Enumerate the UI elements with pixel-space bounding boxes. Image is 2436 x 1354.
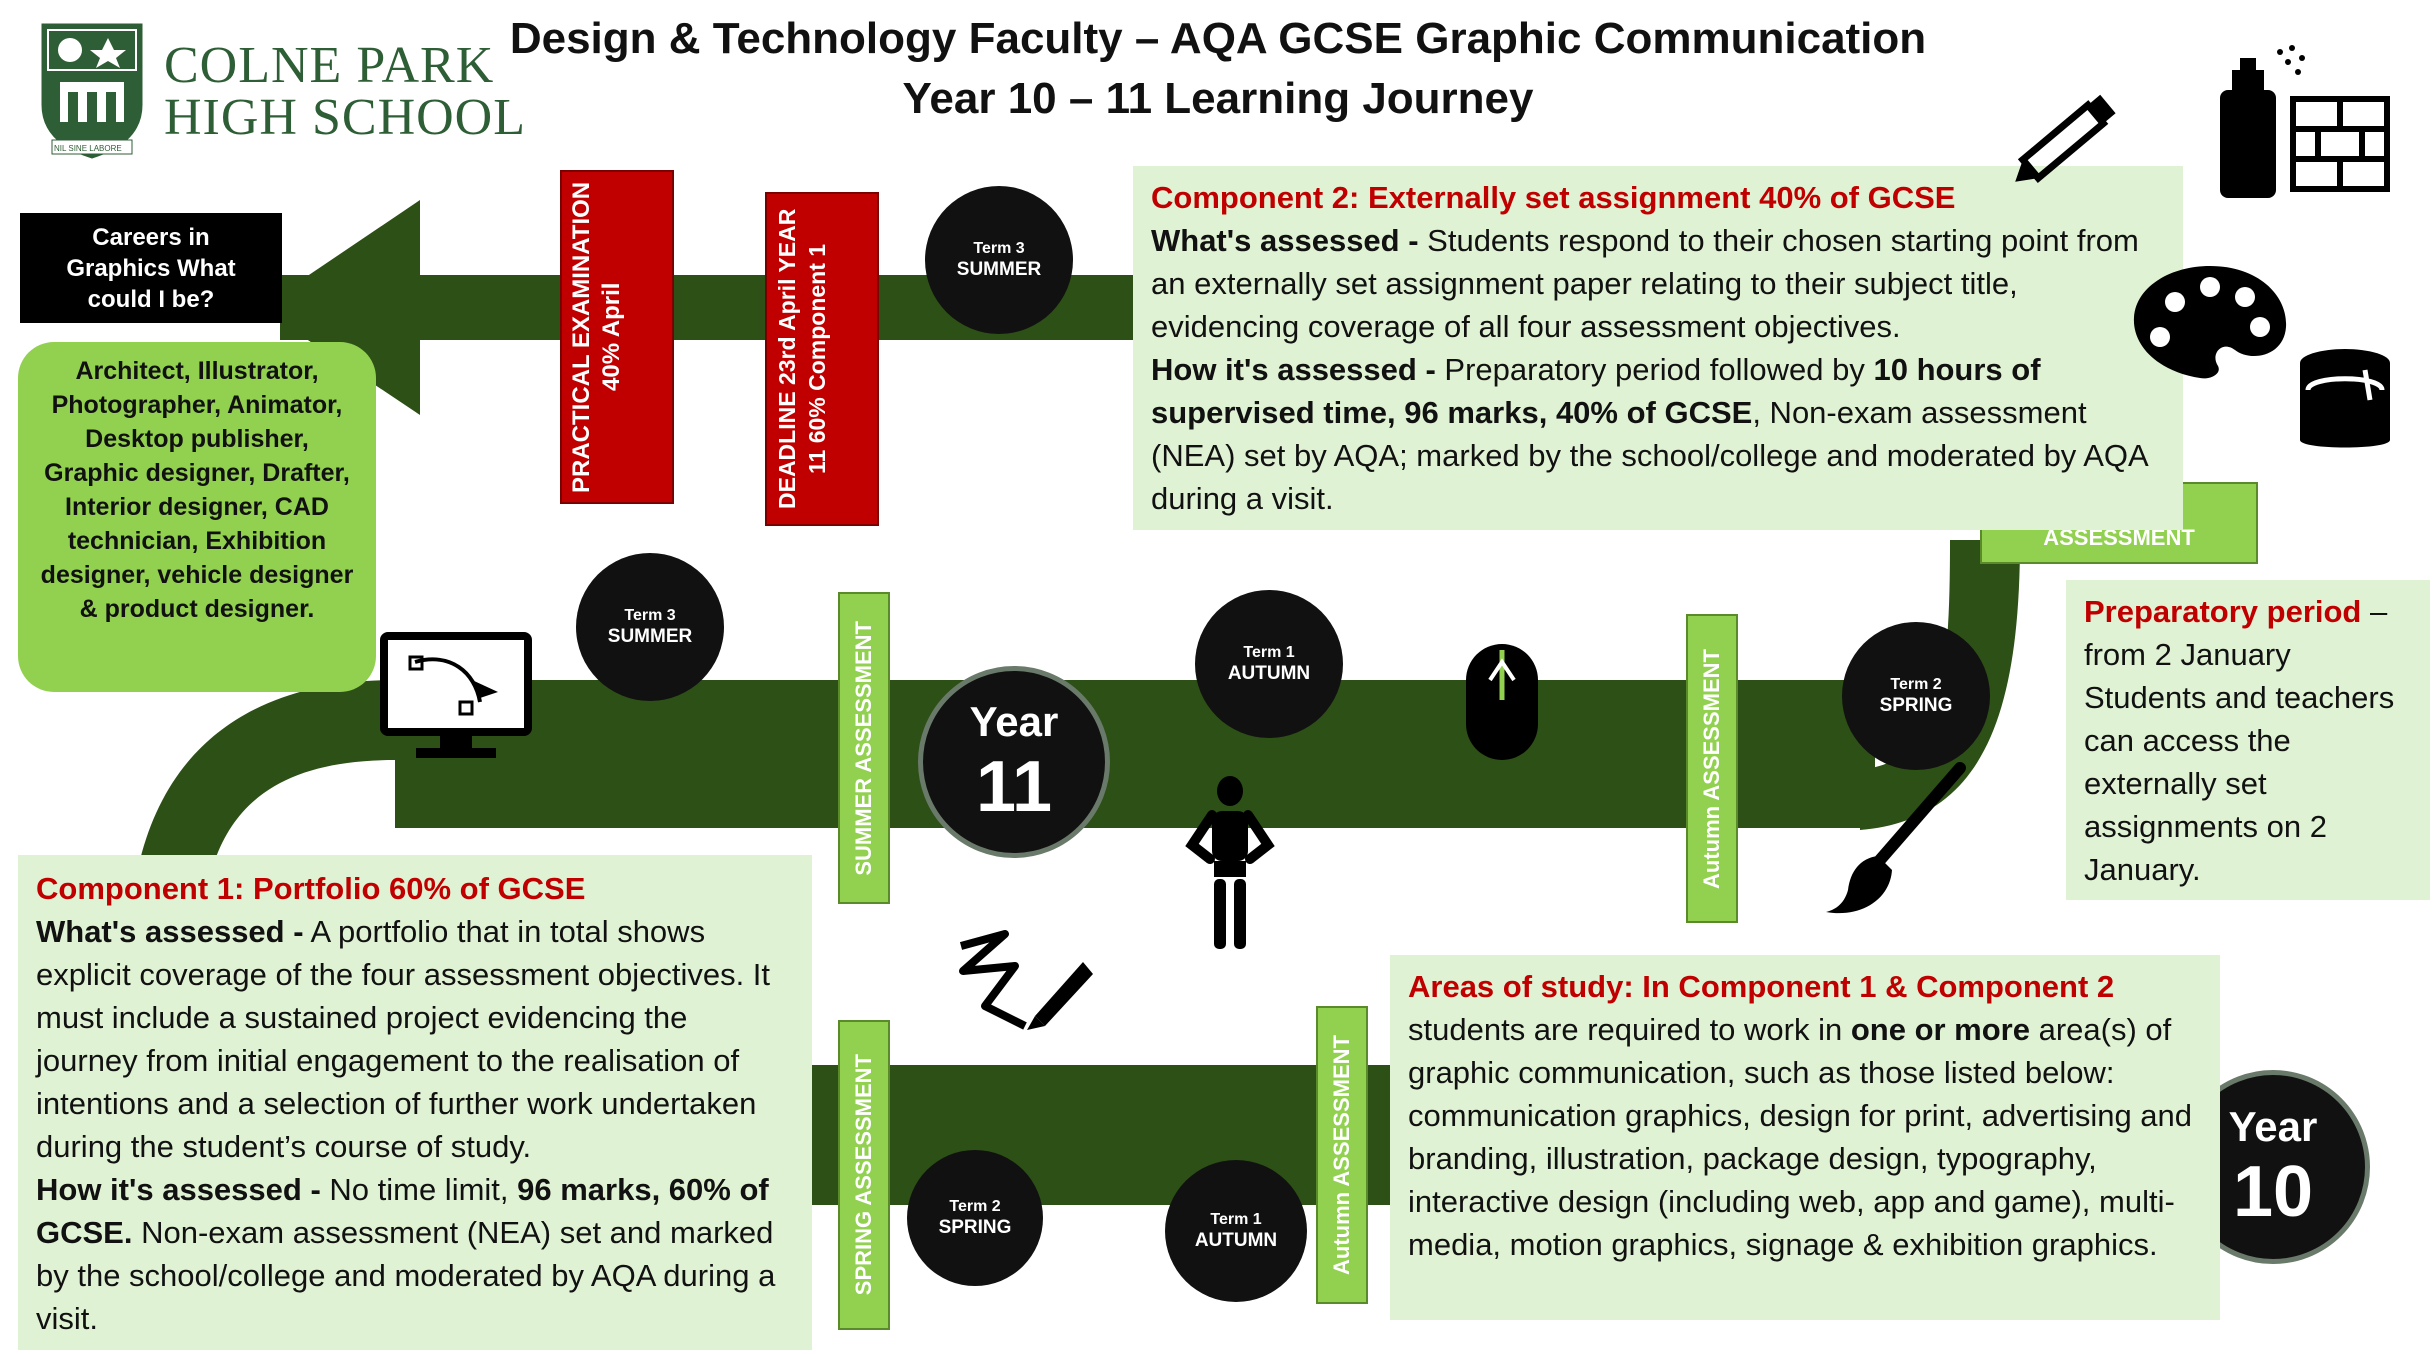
middle-road-segment [395,680,1875,828]
spring-assessment-bar-y10: SPRING ASSESSMENT [838,1020,890,1330]
careers-heading: Careers in Graphics What could I be? [20,213,282,323]
areas-heading: Areas of study: In Component 1 & Compone… [1408,969,2115,1004]
component1-how: How it's assessed - No time limit, 96 ma… [36,1172,776,1336]
preparatory-period-box: Preparatory period – from 2 January Stud… [2066,580,2430,900]
summer-assessment-bar: SUMMER ASSESSMENT [838,592,890,904]
bottom-road-segment [805,1065,1395,1205]
mannequin-icon [1180,775,1280,957]
term-circle-top-summer: Term 3 SUMMER [925,186,1073,334]
road-arrow-head [260,200,420,415]
term-circle-y10-spring: Term 2 SPRING [907,1150,1043,1286]
component1-whats: What's assessed - A portfolio that in to… [36,914,771,1164]
school-motto: NIL SINE LABORE [54,144,122,153]
year-11-circle: Year 11 [918,666,1110,858]
term-circle-y11-spring: Term 2 SPRING [1842,622,1990,770]
term-circle-y10-autumn: Term 1 AUTUMN [1165,1160,1307,1302]
paintbrush-icon [1820,760,1970,920]
autumn-assessment-bar-y10: Autumn ASSESSMENT [1316,1006,1368,1304]
component2-whats: What's assessed - Students respond to th… [1151,223,2139,344]
areas-text: students are required to work in one or … [1408,1012,2193,1262]
preparatory-heading: Preparatory period [2084,594,2362,629]
areas-of-study-box: Areas of study: In Component 1 & Compone… [1390,955,2220,1320]
deadline-label: DEADLINE 23rd April YEAR 11 60% Componen… [774,208,830,510]
school-name: COLNE PARK HIGH SCHOOL [164,40,526,144]
spring-assessment-label-y10: SPRING ASSESSMENT [851,1054,876,1296]
school-name-line2: HIGH SCHOOL [164,89,526,146]
computer-monitor-icon [380,632,532,764]
pencil-icon [2000,80,2130,200]
term-circle-y11-summer: Term 3 SUMMER [576,553,724,701]
careers-list: Architect, Illustrator, Photographer, An… [18,342,376,692]
brick-wall-icon [2290,96,2390,192]
autumn-assessment-bar-y11: Autumn ASSESSMENT [1686,614,1738,923]
paint-palette-icon [2130,262,2290,382]
pen-tablet-icon [955,926,1095,1036]
summer-assessment-label: SUMMER ASSESSMENT [851,620,876,876]
autumn-assessment-label-y10: Autumn ASSESSMENT [1329,1035,1354,1275]
preparatory-text: from 2 January Students and teachers can… [2084,637,2395,887]
component2-box: Component 2: Externally set assignment 4… [1133,166,2183,530]
school-name-line1: COLNE PARK [164,37,495,94]
component2-heading: Component 2: Externally set assignment 4… [1151,180,1956,215]
deadline-bar: DEADLINE 23rd April YEAR 11 60% Componen… [765,192,879,526]
page-title-line1: Design & Technology Faculty – AQA GCSE G… [509,14,1927,63]
school-crest-icon [38,20,146,160]
term-circle-y11-autumn: Term 1 AUTUMN [1195,590,1343,738]
component1-box: Component 1: Portfolio 60% of GCSE What'… [18,855,812,1350]
page-title-line2: Year 10 – 11 Learning Journey [902,74,1534,123]
component1-heading: Component 1: Portfolio 60% of GCSE [36,871,586,906]
mouse-icon [1462,640,1542,764]
paint-bucket-icon [2290,345,2400,455]
component2-how: How it's assessed - Preparatory period f… [1151,352,2147,516]
spray-can-icon [2210,40,2310,200]
practical-exam-label: PRACTICAL EXAMINATION 40% April [568,181,625,493]
left-curve-segment [140,680,395,860]
autumn-assessment-label-y11: Autumn ASSESSMENT [1699,648,1724,889]
practical-exam-bar: PRACTICAL EXAMINATION 40% April [560,170,674,504]
